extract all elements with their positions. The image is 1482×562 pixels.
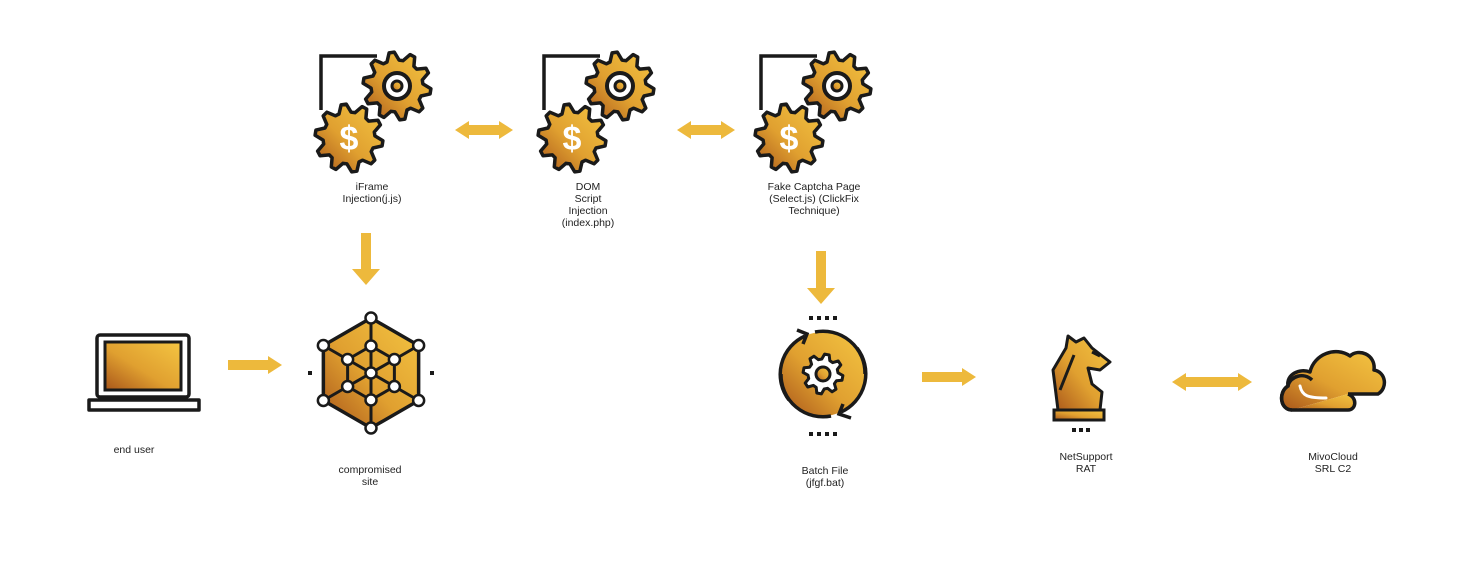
- node-batch-file: [775, 312, 875, 442]
- node-dom-script-injection: $: [536, 50, 663, 177]
- label-mivocloud-c2: MivoCloud SRL C2: [1308, 451, 1358, 475]
- laptop-icon: [87, 333, 201, 412]
- dollar-gear-icon: [313, 102, 385, 174]
- arrow-dom-captcha: [677, 121, 735, 139]
- network-hexagon-icon: [308, 311, 434, 435]
- arrow-rat-c2: [1172, 373, 1252, 391]
- cycle-gear-icon: [778, 316, 868, 436]
- node-compromised-site: [306, 308, 436, 438]
- node-netsupport-rat: [1048, 330, 1118, 435]
- node-mivocloud-c2: [1278, 340, 1388, 415]
- arrow-iframe-dom: [455, 121, 513, 139]
- dollar-gear-icon: [753, 102, 825, 174]
- label-compromised-site: compromised site: [338, 464, 402, 488]
- arrow-captcha-batch: [807, 251, 835, 304]
- gears-window-icon: $: [313, 50, 433, 174]
- dollar-gear-icon: [536, 102, 608, 174]
- label-netsupport-rat: NetSupport RAT: [1059, 451, 1113, 475]
- label-end-user: end user: [113, 444, 155, 456]
- node-iframe-injection: $: [313, 50, 440, 177]
- cloud-icon: [1279, 350, 1387, 412]
- arrow-batch-rat: [922, 368, 976, 386]
- label-iframe-injection: iFrame Injection(j.js): [342, 181, 402, 205]
- label-dom-script-injection: DOM Script Injection (index.php): [561, 181, 615, 229]
- label-fake-captcha: Fake Captcha Page (Select.js) (ClickFix …: [767, 181, 861, 217]
- label-batch-file: Batch File (jfgf.bat): [801, 465, 849, 489]
- node-fake-captcha: $: [753, 50, 880, 177]
- arrow-enduser-site: [228, 356, 282, 374]
- gears-window-icon: $: [536, 50, 656, 174]
- gears-window-icon: $: [753, 50, 873, 174]
- chess-knight-icon: [1051, 334, 1112, 432]
- svg-text:$: $: [780, 120, 799, 158]
- arrow-iframe-site: [352, 233, 380, 285]
- node-end-user: [85, 330, 203, 415]
- svg-text:$: $: [340, 120, 359, 158]
- svg-text:$: $: [563, 120, 582, 158]
